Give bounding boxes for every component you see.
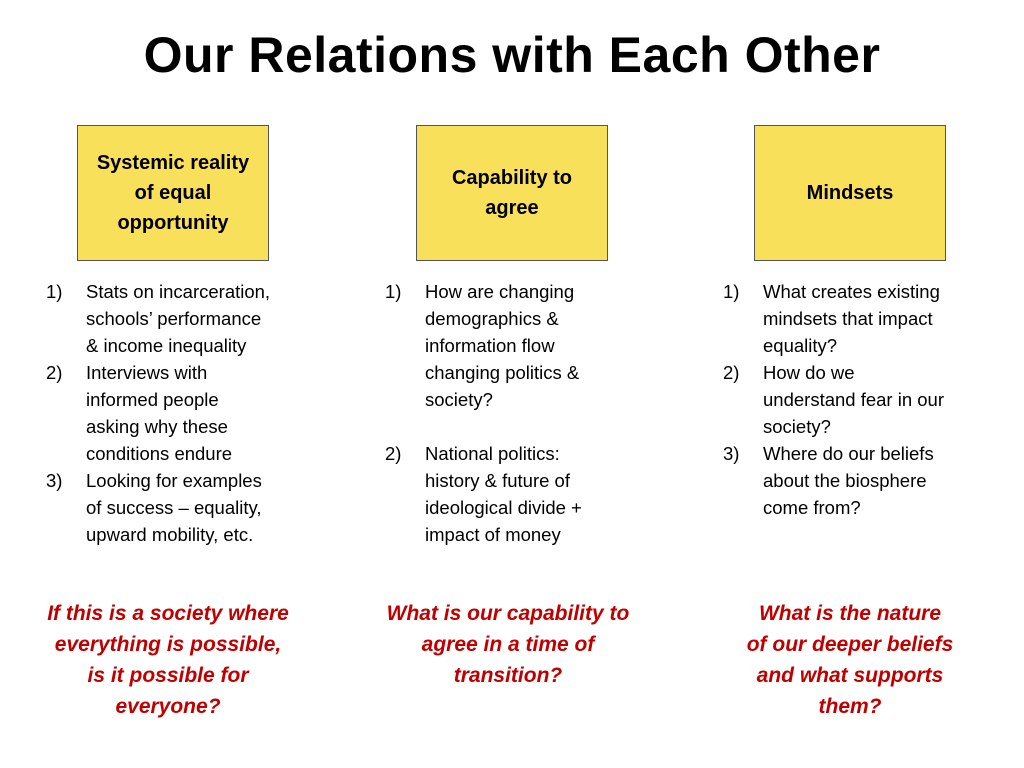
item-line: of success – equality, (86, 497, 262, 518)
item-line: changing politics & (425, 362, 580, 383)
list-systemic-reality: 1) Stats on incarceration, schools’ perf… (46, 278, 316, 548)
item-number: 2) (46, 362, 63, 383)
item-number: 2) (723, 362, 740, 383)
item-line: Stats on incarceration, (86, 281, 271, 302)
question-line: them? (818, 695, 882, 718)
item-line: schools’ performance (86, 308, 262, 329)
question-line: agree in a time of (421, 633, 595, 656)
list-item: 3) Where do our beliefs about the biosph… (723, 440, 993, 521)
item-line: about the biosphere (763, 470, 927, 491)
question-line: What is our capability to (386, 602, 630, 625)
item-line: equality? (763, 335, 838, 356)
item-line: demographics & (425, 308, 559, 329)
item-number: 1) (723, 281, 740, 302)
list-item: 2) Interviews with informed people askin… (46, 359, 316, 467)
question-line: and what supports (756, 664, 944, 687)
question-systemic-reality: If this is a society where everything is… (28, 598, 308, 722)
item-line: Interviews with (86, 362, 208, 383)
item-number: 3) (46, 470, 63, 491)
item-number: 1) (46, 281, 63, 302)
item-line: history & future of (425, 470, 570, 491)
list-capability-to-agree: 1) How are changing demographics & infor… (385, 278, 645, 548)
item-line: information flow (425, 335, 555, 356)
item-line: Looking for examples (86, 470, 262, 491)
question-capability-to-agree: What is our capability to agree in a tim… (368, 598, 648, 691)
question-line: What is the nature (758, 602, 942, 625)
box-line: of equal (134, 182, 212, 204)
question-line: everything is possible, (54, 633, 282, 656)
box-mindsets: Mindsets (754, 125, 946, 261)
item-number: 2) (385, 443, 402, 464)
item-line: National politics: (425, 443, 560, 464)
item-number: 1) (385, 281, 402, 302)
item-line: What creates existing (763, 281, 940, 302)
item-line: How do we (763, 362, 855, 383)
question-line: everyone? (115, 695, 221, 718)
question-mindsets: What is the nature of our deeper beliefs… (710, 598, 990, 722)
item-number: 3) (723, 443, 740, 464)
question-line: of our deeper beliefs (746, 633, 954, 656)
item-line: upward mobility, etc. (86, 524, 254, 545)
item-line: informed people (86, 389, 219, 410)
box-capability-to-agree: Capability to agree (416, 125, 608, 261)
item-line: society? (763, 416, 831, 437)
question-line: transition? (453, 664, 563, 687)
list-item: 1) What creates existing mindsets that i… (723, 278, 993, 359)
box-line: Mindsets (806, 182, 894, 204)
item-line: understand fear in our (763, 389, 945, 410)
item-line: mindsets that impact (763, 308, 933, 329)
list-mindsets: 1) What creates existing mindsets that i… (723, 278, 993, 521)
list-item: 1) How are changing demographics & infor… (385, 278, 645, 413)
item-line: conditions endure (86, 443, 233, 464)
list-item: 3) Looking for examples of success – equ… (46, 467, 316, 548)
item-line: ideological divide + (425, 497, 582, 518)
box-line: opportunity (117, 212, 229, 234)
box-systemic-reality: Systemic reality of equal opportunity (77, 125, 269, 261)
item-line: asking why these (86, 416, 228, 437)
box-line: Capability to (451, 167, 572, 189)
box-line: Systemic reality (96, 152, 250, 174)
question-line: is it possible for (87, 664, 249, 687)
item-line: society? (425, 389, 493, 410)
list-item: 1) Stats on incarceration, schools’ perf… (46, 278, 316, 359)
item-line: & income inequality (86, 335, 247, 356)
box-line: agree (485, 197, 539, 219)
item-line: impact of money (425, 524, 561, 545)
question-line: If this is a society where (47, 602, 289, 625)
item-line: come from? (763, 497, 861, 518)
item-line: How are changing (425, 281, 575, 302)
page-title: Our Relations with Each Other (143, 27, 881, 83)
item-line: Where do our beliefs (763, 443, 934, 464)
list-item: 2) How do we understand fear in our soci… (723, 359, 993, 440)
list-item: 2) National politics: history & future o… (385, 440, 645, 548)
